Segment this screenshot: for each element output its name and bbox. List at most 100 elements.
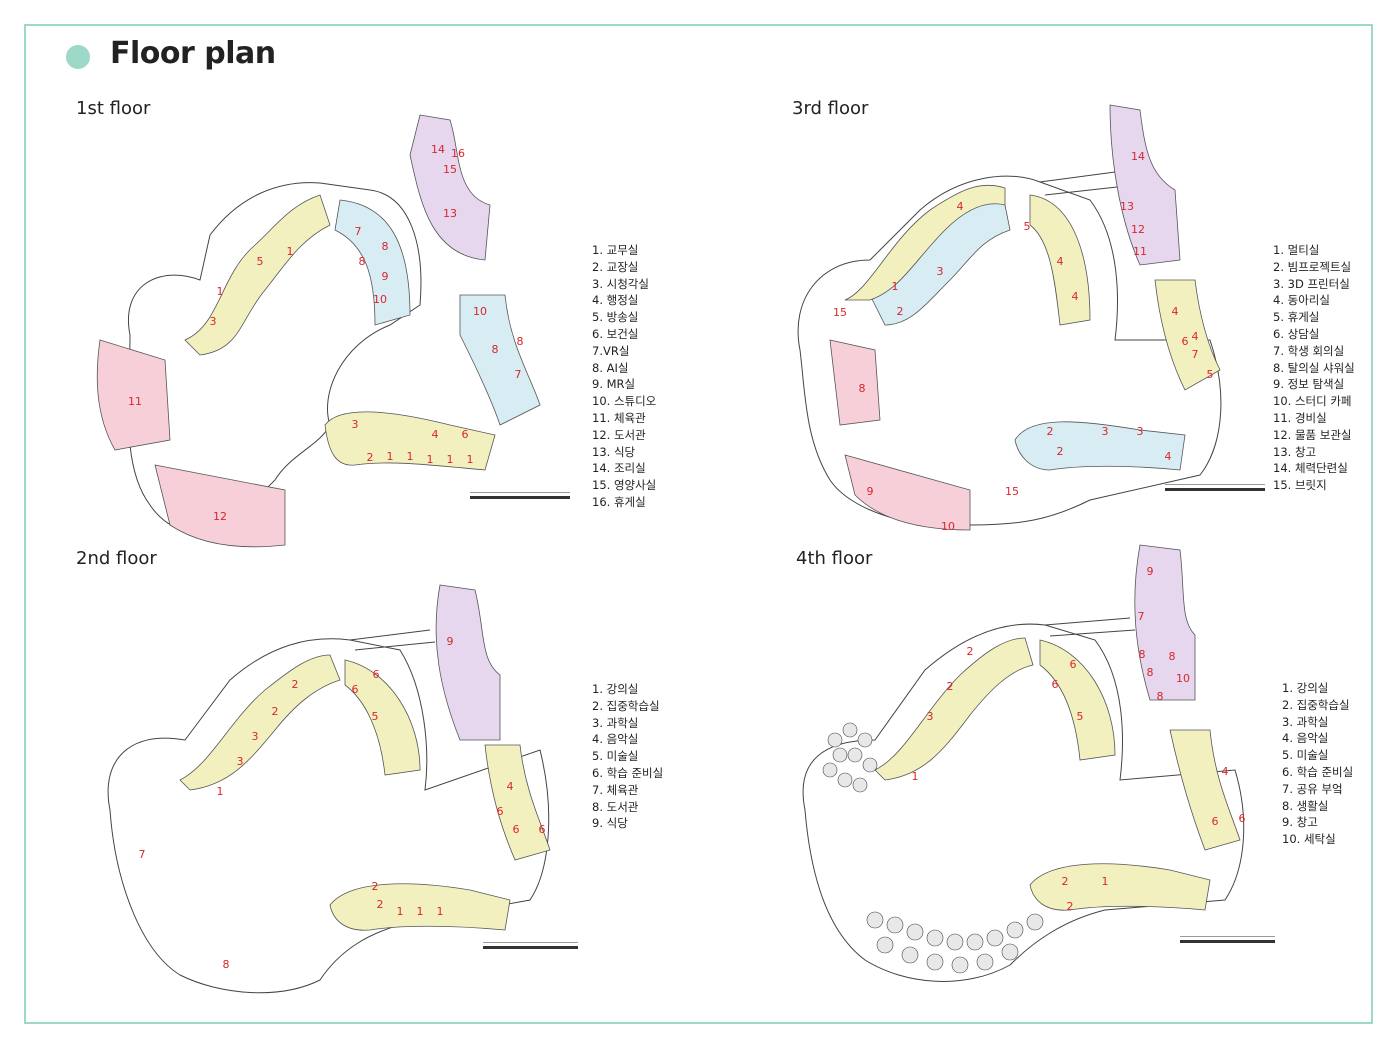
floor-4-room-label: 7 [1138, 610, 1145, 623]
floor-1-upper-wing [184, 194, 331, 356]
floor-2-room-label: 2 [372, 880, 379, 893]
floor-3-room-label: 4 [1165, 450, 1172, 463]
legend-item: 4. 음악실 [592, 732, 639, 747]
legend-item: 6. 상담실 [1273, 326, 1320, 341]
floor-2-plan: 1 1 1 1 2 2 2 2 3 3 4 5 6 6 6 6 6 7 8 9 [107, 584, 551, 994]
floor-3-room-label: 5 [1207, 368, 1214, 381]
floor-3-room-label: 4 [1057, 255, 1064, 268]
floor-4-room-label: 10 [1176, 672, 1190, 685]
legend-item: 2. 빔프로젝트실 [1273, 259, 1352, 274]
legend-item: 12. 물품 보관실 [1273, 427, 1352, 442]
floor-2-bridge [349, 629, 436, 651]
floor-1-room-label: 4 [432, 428, 439, 441]
floor-2-room-label: 4 [507, 780, 514, 793]
floor-4-upper-wing [874, 637, 1034, 781]
floor-1-room-label: 1 [287, 245, 294, 258]
legend-item: 1. 강의실 [592, 682, 639, 696]
floor-2-room-label: 2 [272, 705, 279, 718]
floor-1-room-label: 7 [515, 368, 522, 381]
floor-1-room-label: 1 [447, 453, 454, 466]
legend-item: 9. 식당 [592, 816, 628, 831]
floor-3-plan: 1 2 2 2 3 3 3 4 4 4 4 4 4 5 5 6 7 8 9 10… [797, 104, 1222, 533]
floor-4-room-label: 6 [1052, 678, 1059, 691]
floor-4-room-label: 2 [1062, 875, 1069, 888]
floor-1-room-label: 10 [373, 293, 387, 306]
floor-4-scale-bar [1180, 936, 1275, 943]
floor-2-room-label: 3 [252, 730, 259, 743]
floor-3-room-label: 4 [1072, 290, 1079, 303]
floor-4-right-wing [1169, 729, 1241, 851]
legend-item: 15. 브릿지 [1273, 478, 1327, 493]
floor-4-bottom-wing [1029, 863, 1211, 911]
floor-4-room-label: 6 [1070, 658, 1077, 671]
floor-3-legend: 1. 멀티실 2. 빔프로젝트실 3. 3D 프린터실 4. 동아리실 5. 휴… [1273, 242, 1355, 494]
floor-2-room-label: 8 [223, 958, 230, 971]
floor-2-legend: 1. 강의실 2. 집중학습실 3. 과학실 4. 음악실 5. 미술실 6. … [592, 681, 663, 832]
floor-4-room-label: 1 [912, 770, 919, 783]
legend-item: 2. 집중학습실 [1282, 697, 1350, 712]
floor-3-room-label: 4 [1172, 305, 1179, 318]
legend-item: 3. 3D 프린터실 [1273, 276, 1350, 291]
page-title: Floor plan [110, 36, 276, 71]
floor-2-room-label: 6 [352, 683, 359, 696]
floor-3-room-label: 11 [1133, 245, 1147, 258]
floor-3-room-label: 6 [1182, 335, 1189, 348]
legend-item: 1. 강의실 [1282, 681, 1329, 695]
floor-1-lab-wing [334, 199, 411, 326]
floor-4-room-label: 2 [967, 645, 974, 658]
floor-1-room-label: 12 [213, 510, 227, 523]
floor-3-study-cafe [844, 454, 971, 531]
legend-item: 4. 동아리실 [1273, 293, 1330, 308]
floor-2-room-label: 1 [437, 905, 444, 918]
floor-1-room-label: 10 [473, 305, 487, 318]
floor-3-room-label: 12 [1131, 223, 1145, 236]
floor-3-room-label: 2 [897, 305, 904, 318]
floor-3-room-label: 7 [1192, 348, 1199, 361]
floor-2-room-label: 6 [373, 668, 380, 681]
floor-1-room-label: 14 [431, 143, 445, 156]
legend-item: 16. 휴게실 [592, 494, 646, 509]
floor-1-room-label: 11 [128, 395, 142, 408]
floor-2-room-label: 7 [139, 848, 146, 861]
floor-2-art-wing [344, 659, 421, 776]
floor-3-outline [797, 175, 1222, 527]
floor-3-fitness [1109, 104, 1181, 266]
floor-2-room-label: 6 [539, 823, 546, 836]
floor-4-living-wing [1134, 544, 1196, 701]
legend-item: 5. 미술실 [1282, 748, 1329, 763]
floor-2-upper-wing [179, 654, 341, 791]
legend-item: 6. 학습 준비실 [592, 765, 664, 780]
floor-4-plan: 1 1 2 2 2 2 3 4 5 6 6 6 6 7 8 8 8 8 9 10 [802, 544, 1246, 982]
floor-2-room-label: 1 [397, 905, 404, 918]
legend-item: 7. 체육관 [592, 782, 639, 797]
floor-1-scale-bar [470, 492, 570, 499]
legend-item: 2. 집중학습실 [592, 698, 660, 713]
floor-3-room-label: 13 [1120, 200, 1134, 213]
floor-4-room-label: 8 [1169, 650, 1176, 663]
legend-item: 9. 정보 탐색실 [1273, 377, 1345, 392]
legend-item: 11. 체육관 [592, 410, 646, 425]
legend-item: 8. AI실 [592, 360, 629, 375]
floor-4-room-label: 8 [1157, 690, 1164, 703]
legend-item: 8. 탈의실 샤워실 [1273, 360, 1355, 375]
floor-1-room-label: 5 [257, 255, 264, 268]
legend-item: 15. 영양사실 [592, 478, 657, 493]
legend-item: 9. MR실 [592, 377, 636, 392]
floor-3-club-wing [1029, 194, 1091, 326]
floor-1-right-wing [459, 294, 541, 426]
legend-item: 14. 체력단련실 [1273, 461, 1348, 476]
floor-3-room-label: 15 [1005, 485, 1019, 498]
floor-3-upper-wing-outer [844, 184, 1006, 301]
floor-1-title: 1st floor [76, 98, 151, 119]
floor-1-plan: 1 1 1 1 1 1 1 2 3 3 4 5 6 7 7 8 8 8 8 9 … [96, 114, 541, 548]
floor-4-legend: 1. 강의실 2. 집중학습실 3. 과학실 4. 음악실 5. 미술실 6. … [1282, 680, 1353, 848]
legend-item: 5. 방송실 [592, 310, 639, 325]
legend-item: 13. 식당 [592, 444, 636, 459]
floor-2-room-label: 5 [372, 710, 379, 723]
floor-4-room-label: 5 [1077, 710, 1084, 723]
floor-2-scale-bar [483, 942, 578, 949]
legend-item: 13. 창고 [1273, 444, 1317, 459]
floor-1-room-label: 8 [359, 255, 366, 268]
floor-2-room-label: 1 [217, 785, 224, 798]
legend-item: 8. 도서관 [592, 799, 639, 814]
